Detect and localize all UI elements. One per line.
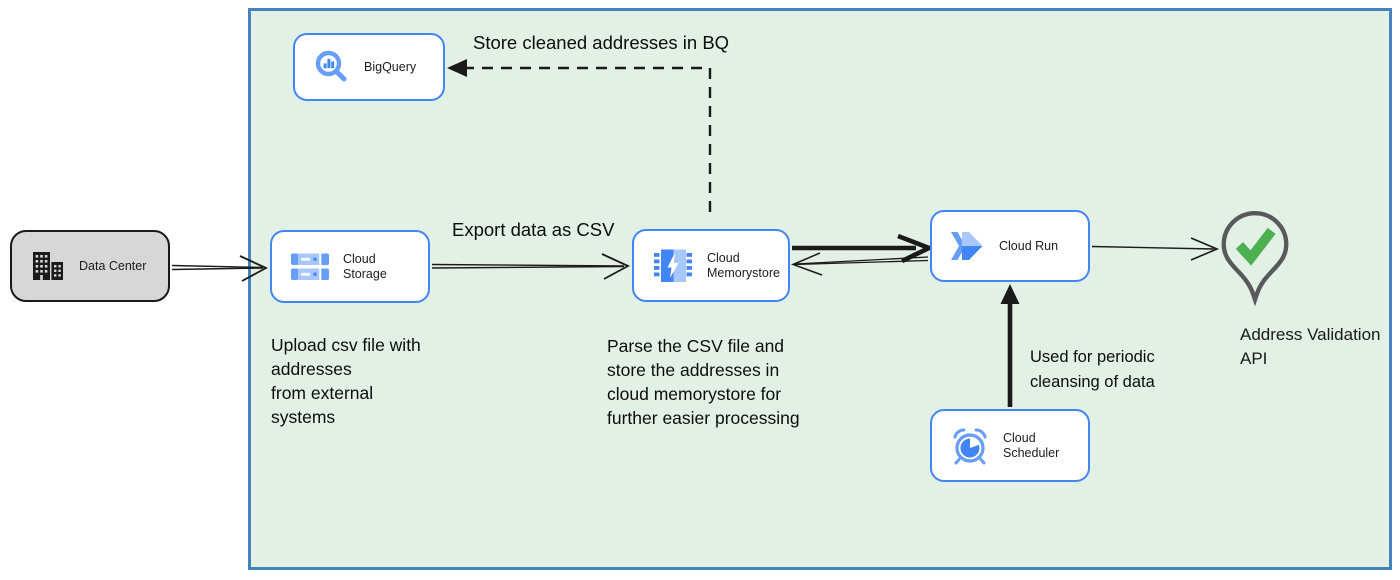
- node-bigquery[interactable]: BigQuery: [293, 33, 445, 101]
- node-cloud-memorystore[interactable]: Cloud Memorystore: [632, 229, 790, 302]
- node-label: Cloud Memorystore: [707, 250, 780, 280]
- building-icon: [31, 250, 65, 282]
- edge-label-export-csv: Export data as CSV: [452, 219, 615, 240]
- memorystore-chip-icon: [653, 249, 693, 283]
- node-label: Data Center: [79, 258, 147, 273]
- edge-label-periodic-cleansing: Used for periodic cleansing of data: [1030, 348, 1155, 391]
- cloud-run-chevrons-icon: [951, 232, 985, 260]
- node-cloud-run[interactable]: Cloud Run: [930, 210, 1090, 282]
- bigquery-magnifier-icon: [314, 49, 350, 85]
- storage-bars-icon: [291, 252, 329, 282]
- node-label: BigQuery: [364, 59, 417, 74]
- node-data-center[interactable]: Data Center: [10, 230, 170, 302]
- node-cloud-scheduler[interactable]: Cloud Scheduler: [930, 409, 1090, 482]
- annotation-parse-csv: Parse the CSV file and store the address…: [607, 336, 800, 428]
- scheduler-alarm-clock-icon: [951, 427, 989, 465]
- node-label: Cloud Storage: [343, 251, 387, 281]
- address-validation-pin[interactable]: [1219, 209, 1291, 314]
- edge-label-store-cleaned: Store cleaned addresses in BQ: [473, 32, 730, 53]
- annotation-upload-csv: Upload csv file with addresses from exte…: [271, 335, 421, 427]
- node-cloud-storage[interactable]: Cloud Storage: [270, 230, 430, 303]
- gcp-boundary-container: [248, 8, 1392, 570]
- node-label: Cloud Run: [999, 238, 1059, 253]
- node-label: Cloud Scheduler: [1003, 430, 1060, 460]
- address-validation-label: Address Validation API: [1240, 325, 1381, 368]
- map-pin-check-icon: [1219, 210, 1291, 313]
